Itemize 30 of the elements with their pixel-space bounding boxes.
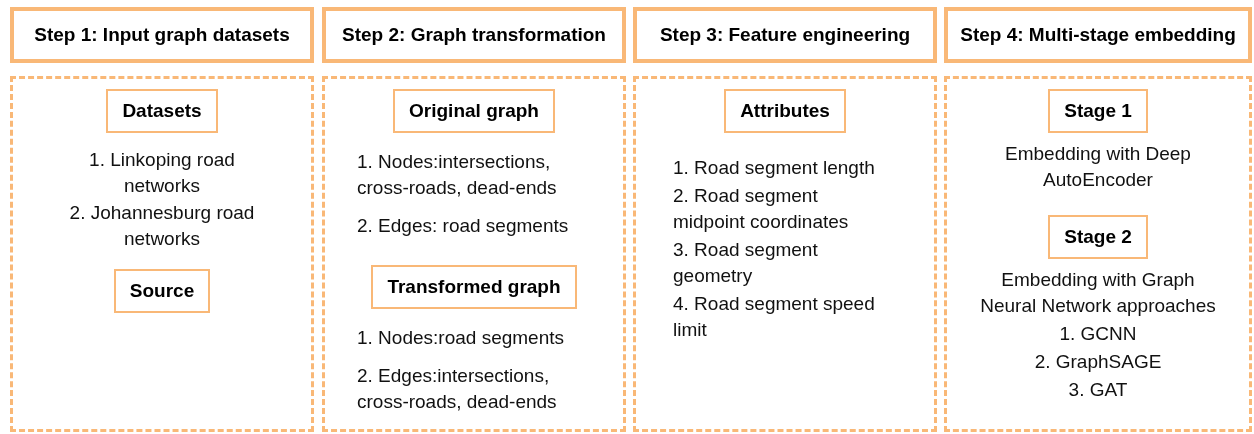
list-item: 2. GraphSAGE xyxy=(1033,350,1163,374)
list-item: 3. Road segment geometry xyxy=(673,238,819,288)
dashed-panel xyxy=(944,76,1252,432)
list-item: 1. Linkoping road networks xyxy=(88,148,236,198)
step-header-box: Step 2: Graph transformation xyxy=(322,7,626,63)
section-heading-box: Attributes xyxy=(724,89,846,133)
step-header-box: Step 3: Feature engineering xyxy=(633,7,937,63)
step-header-box: Step 4: Multi-stage embedding xyxy=(944,7,1252,63)
section-heading-box: Datasets xyxy=(106,89,218,133)
section-heading-box: Original graph xyxy=(393,89,555,133)
list-item: 2. Edges: road segments xyxy=(357,214,570,238)
list-item: 2. Road segment midpoint coordinates xyxy=(673,184,850,234)
list-item: 2. Johannesburg road networks xyxy=(68,201,256,251)
list-item: 1. Nodes:road segments xyxy=(357,326,565,350)
step-header-box: Step 1: Input graph datasets xyxy=(10,7,314,63)
list-item: 2. Edges:intersections, cross-roads, dead-ends xyxy=(357,364,558,414)
list-item: 4. Road segment speed limit xyxy=(673,292,876,342)
list-item: 1. Nodes:intersections, cross-roads, dead-ends xyxy=(357,150,558,200)
dashed-panel xyxy=(322,76,626,432)
section-heading-box: Stage 1 xyxy=(1048,89,1148,133)
list-item: 1. GCNN xyxy=(1058,322,1138,346)
list-item: Embedding with Deep AutoEncoder xyxy=(1004,142,1192,192)
section-heading-box: Stage 2 xyxy=(1048,215,1148,259)
list-item: 1. Road segment length xyxy=(673,156,876,180)
list-item: 3. GAT xyxy=(1067,378,1129,402)
dashed-panel xyxy=(10,76,314,432)
list-item: Embedding with Graph Neural Network approaches xyxy=(979,268,1217,318)
section-heading-box: Source xyxy=(113,269,211,313)
dashed-panel xyxy=(633,76,937,432)
section-heading-box: Transformed graph xyxy=(371,265,577,309)
